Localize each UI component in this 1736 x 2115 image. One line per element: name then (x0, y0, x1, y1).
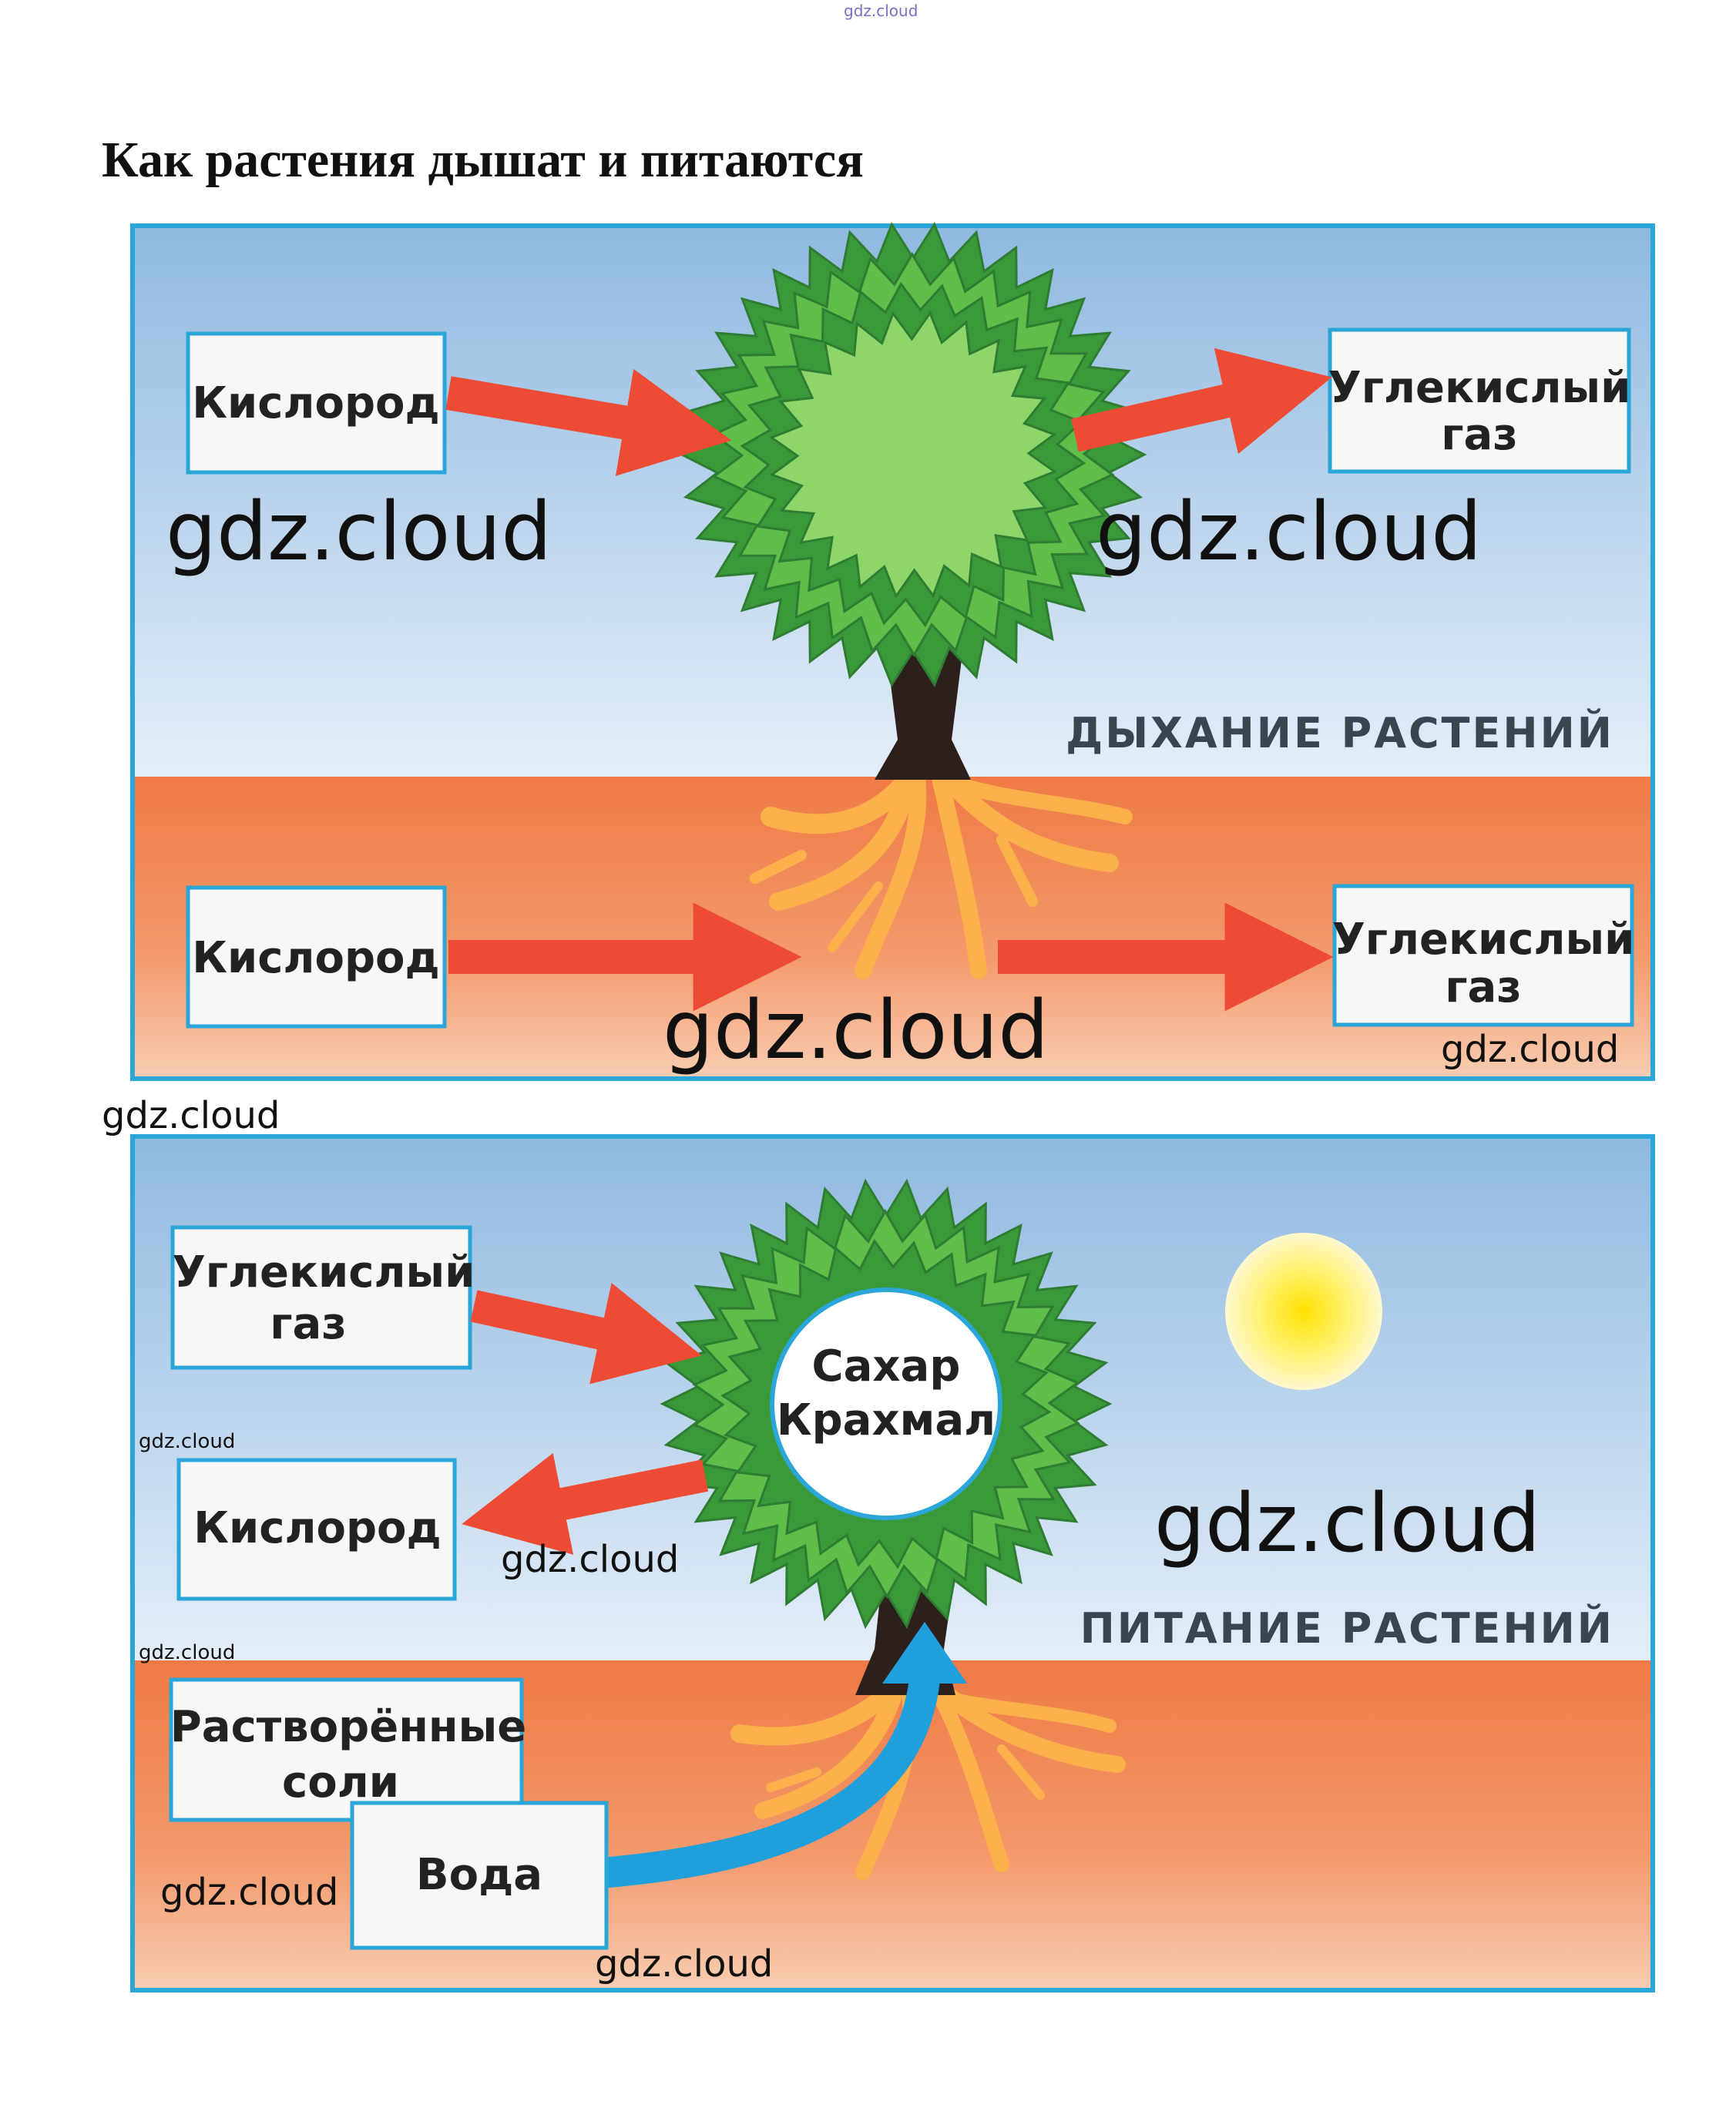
respiration-crown (679, 222, 1147, 687)
water-arrow-head (882, 1622, 967, 1684)
crown-layer (769, 311, 1057, 599)
respiration-soil-input-box: Кислород (186, 885, 447, 1029)
nutrition-input-gas-label-2: газ (270, 1299, 347, 1349)
respiration-panel: Кислород Углекислый газ Кислород Углекис… (130, 222, 1655, 1081)
watermark: gdz.cloud (139, 1641, 236, 1664)
crown-center-circle (770, 1287, 1002, 1520)
sun-icon (1225, 1233, 1382, 1390)
watermark: gdz.cloud (139, 1430, 236, 1453)
respiration-air-input-label: Кислород (192, 378, 439, 428)
respiration-air-output-label-1: Углекислый (1328, 363, 1631, 413)
nutrition-gas-in-arrow (470, 1283, 702, 1385)
respiration-air-out-arrow (1071, 347, 1332, 455)
respiration-soil-output-box: Углекислый газ (1332, 884, 1635, 1027)
watermark: gdz.cloud (1441, 1028, 1620, 1071)
water-arrow (593, 1664, 940, 1888)
respiration-soil-output-label-2: газ (1445, 962, 1522, 1012)
nutrition-water-box: Вода (350, 1801, 609, 1950)
respiration-roots (750, 768, 1133, 979)
nutrition-salts-label-2: соли (282, 1757, 399, 1808)
respiration-air-output-label-2: газ (1441, 410, 1518, 460)
watermark: gdz.cloud (102, 1094, 280, 1137)
watermark: gdz.cloud (160, 1871, 339, 1914)
nutrition-gas-out-arrow (462, 1452, 709, 1555)
watermark: gdz.cloud (663, 983, 1049, 1077)
respiration-soil-input-label: Кислород (192, 933, 439, 983)
crown-label-2: Крахмал (777, 1395, 996, 1445)
nutrition-water-label: Вода (416, 1850, 542, 1900)
nutrition-input-gas-label-1: Углекислый (173, 1247, 475, 1298)
watermark: gdz.cloud (1154, 1476, 1541, 1570)
top-site-mark: gdz.cloud (844, 2, 918, 20)
watermark: gdz.cloud (1096, 485, 1482, 579)
nutrition-panel: Сахар Крахмал Углекислый газ Кислород Ра… (130, 1134, 1655, 1992)
nutrition-caption: ПИТАНИЕ РАСТЕНИЙ (1080, 1604, 1614, 1653)
crown-label-1: Сахар (812, 1341, 961, 1392)
watermark: gdz.cloud (501, 1538, 680, 1581)
respiration-soil-output-label-1: Углекислый (1332, 915, 1635, 965)
respiration-air-input-box: Кислород (186, 331, 447, 475)
respiration-air-in-arrow (445, 368, 732, 476)
nutrition-border (130, 1134, 1655, 1992)
watermark: gdz.cloud (166, 485, 552, 579)
nutrition-input-gas-box: Углекислый газ (170, 1225, 475, 1370)
nutrition-salts-label-1: Растворённые (170, 1702, 526, 1752)
page-title: Как растения дышат и питаются (102, 132, 864, 188)
respiration-air-output-box: Углекислый газ (1328, 327, 1631, 474)
respiration-caption: ДЫХАНИЕ РАСТЕНИЙ (1066, 709, 1614, 757)
nutrition-salts-box: Растворённые соли (169, 1677, 526, 1822)
nutrition-output-gas-label: Кислород (193, 1503, 441, 1553)
nutrition-output-gas-box: Кислород (176, 1458, 457, 1601)
watermark: gdz.cloud (595, 1942, 774, 1986)
